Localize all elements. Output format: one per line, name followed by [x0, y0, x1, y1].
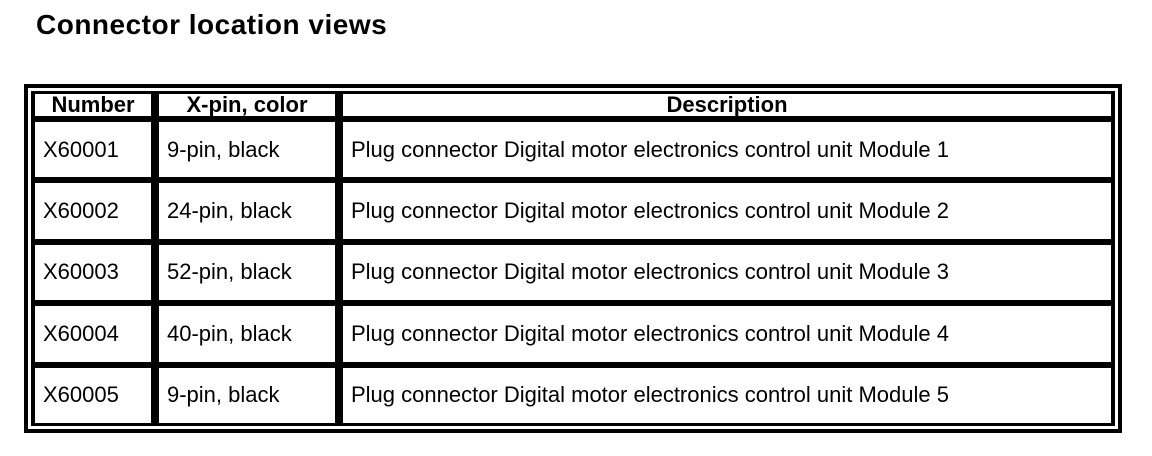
- column-header-pin-color: X-pin, color: [155, 91, 339, 119]
- table-row: X60003 52-pin, black Plug connector Digi…: [31, 241, 1115, 304]
- connector-location-table: Number X-pin, color Description X60001 9…: [31, 91, 1115, 426]
- cell-pin-color: 24-pin, black: [155, 180, 339, 242]
- page-title: Connector location views: [36, 9, 388, 40]
- cell-pin-color: 9-pin, black: [155, 119, 339, 181]
- cell-number: X60003: [31, 241, 155, 304]
- cell-pin-color: 40-pin, black: [155, 303, 339, 365]
- column-header-number: Number: [31, 91, 155, 119]
- table-header-row: Number X-pin, color Description: [31, 91, 1115, 119]
- cell-description: Plug connector Digital motor electronics…: [339, 303, 1115, 365]
- cell-number: X60005: [31, 364, 155, 426]
- table-row: X60002 24-pin, black Plug connector Digi…: [31, 180, 1115, 242]
- cell-number: X60004: [31, 303, 155, 365]
- cell-pin-color: 9-pin, black: [155, 364, 339, 426]
- cell-number: X60001: [31, 119, 155, 181]
- cell-description: Plug connector Digital motor electronics…: [339, 241, 1115, 304]
- connector-table-frame: Number X-pin, color Description X60001 9…: [24, 84, 1122, 433]
- cell-description: Plug connector Digital motor electronics…: [339, 364, 1115, 426]
- cell-number: X60002: [31, 180, 155, 242]
- table-row: X60001 9-pin, black Plug connector Digit…: [31, 119, 1115, 181]
- table-row: X60004 40-pin, black Plug connector Digi…: [31, 303, 1115, 365]
- cell-description: Plug connector Digital motor electronics…: [339, 119, 1115, 181]
- cell-pin-color: 52-pin, black: [155, 241, 339, 304]
- column-header-description: Description: [339, 91, 1115, 119]
- cell-description: Plug connector Digital motor electronics…: [339, 180, 1115, 242]
- table-row: X60005 9-pin, black Plug connector Digit…: [31, 364, 1115, 426]
